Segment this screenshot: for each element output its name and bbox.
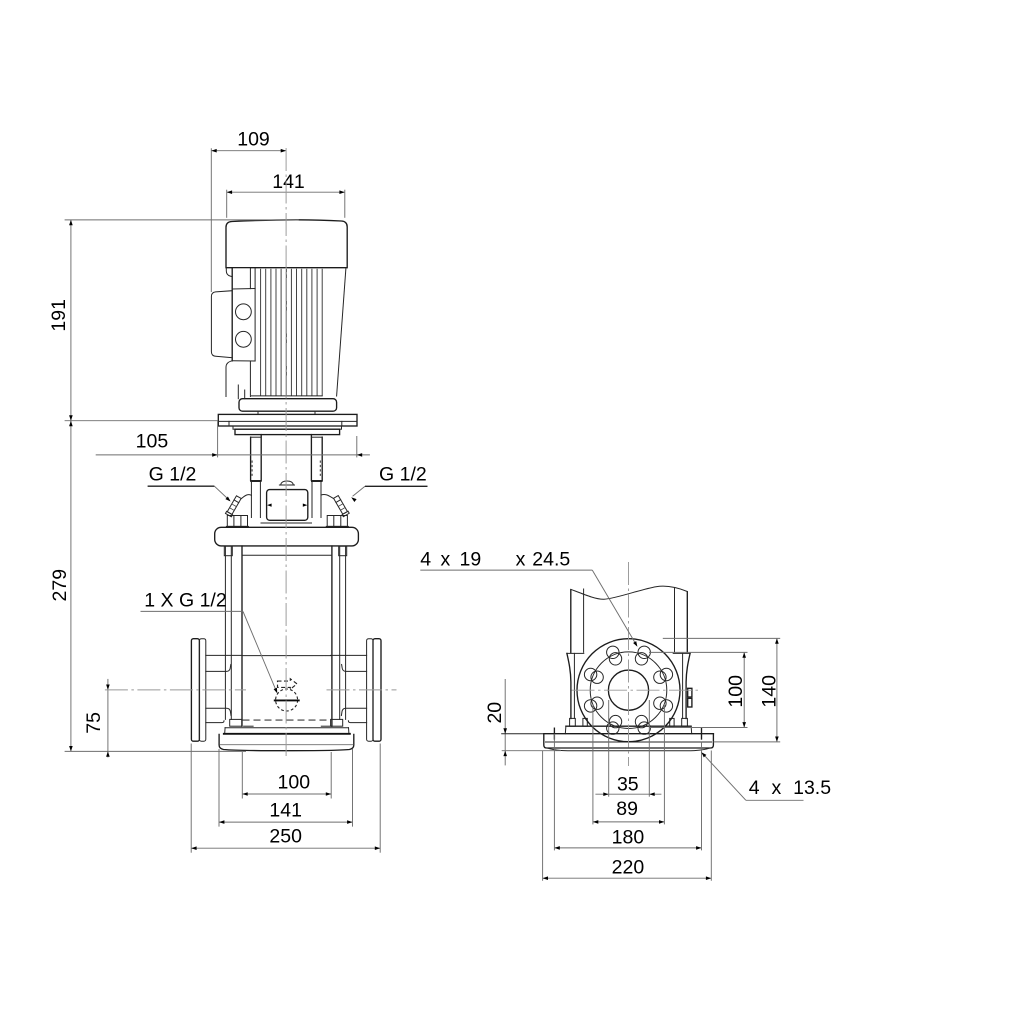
svg-text:279: 279 <box>49 569 71 602</box>
svg-text:180: 180 <box>612 827 645 849</box>
svg-text:G 1/2: G 1/2 <box>149 463 197 485</box>
svg-text:4 x 19: 4 x 19 <box>420 548 481 570</box>
svg-text:G 1/2: G 1/2 <box>379 463 427 485</box>
svg-text:220: 220 <box>612 857 645 879</box>
svg-text:35: 35 <box>617 773 639 795</box>
svg-text:141: 141 <box>272 171 305 193</box>
svg-text:20: 20 <box>484 702 506 724</box>
svg-text:x 24.5: x 24.5 <box>516 548 571 570</box>
svg-text:109: 109 <box>237 128 270 150</box>
svg-text:191: 191 <box>48 299 70 332</box>
svg-text:140: 140 <box>758 675 780 708</box>
svg-text:100: 100 <box>278 771 311 793</box>
svg-text:100: 100 <box>725 675 747 708</box>
svg-text:250: 250 <box>269 826 302 848</box>
svg-text:4 x 13.5: 4 x 13.5 <box>749 777 832 799</box>
svg-text:1 X G 1/2: 1 X G 1/2 <box>144 590 226 612</box>
svg-text:141: 141 <box>269 800 302 822</box>
svg-text:89: 89 <box>616 798 638 820</box>
svg-text:105: 105 <box>136 431 169 453</box>
svg-text:75: 75 <box>83 712 105 734</box>
